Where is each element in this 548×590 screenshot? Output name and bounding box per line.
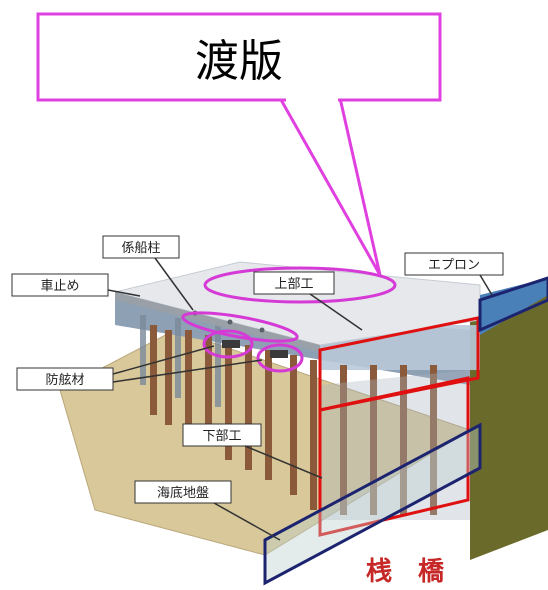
piles <box>150 325 437 515</box>
substructure-rear-panel <box>320 370 470 520</box>
label-box-substructure <box>182 423 262 447</box>
label-box-superstructure <box>253 271 335 295</box>
apron-strip <box>480 278 548 335</box>
label-box-seabed <box>134 480 232 504</box>
label-superstructure: 上部工 <box>274 277 313 292</box>
label-mooring-post: 係船柱 <box>121 241 160 256</box>
fenders <box>222 340 288 358</box>
seabed-highlight <box>263 422 482 586</box>
deck-edge-highlight <box>181 311 299 343</box>
substructure-highlight <box>318 376 470 537</box>
label-box-car-stop <box>11 273 109 297</box>
label-apron: エプロン <box>428 258 480 273</box>
callout-box <box>36 12 442 102</box>
apron-highlight <box>478 276 548 333</box>
label-box-apron <box>404 252 504 276</box>
label-substructure: 下部工 <box>202 429 241 444</box>
approach-slab-highlight <box>203 266 397 304</box>
label-seabed: 海底地盤 <box>157 485 209 501</box>
car-stop-rail <box>115 292 320 352</box>
fender-highlight-2 <box>256 343 304 373</box>
superstructure-highlight <box>318 316 480 412</box>
diagram-title: 桟 橋 <box>366 557 445 587</box>
callout-text: 渡版 <box>195 36 283 87</box>
callout-pointer <box>277 96 382 276</box>
label-car-stop: 車止め <box>40 279 79 294</box>
seawall-block <box>470 295 548 560</box>
label-box-fender <box>16 367 114 391</box>
fender-highlight-1 <box>202 329 254 359</box>
piles-back <box>140 315 221 407</box>
label-fender: 防舷材 <box>45 372 84 388</box>
label-box-mooring-post <box>102 235 180 259</box>
